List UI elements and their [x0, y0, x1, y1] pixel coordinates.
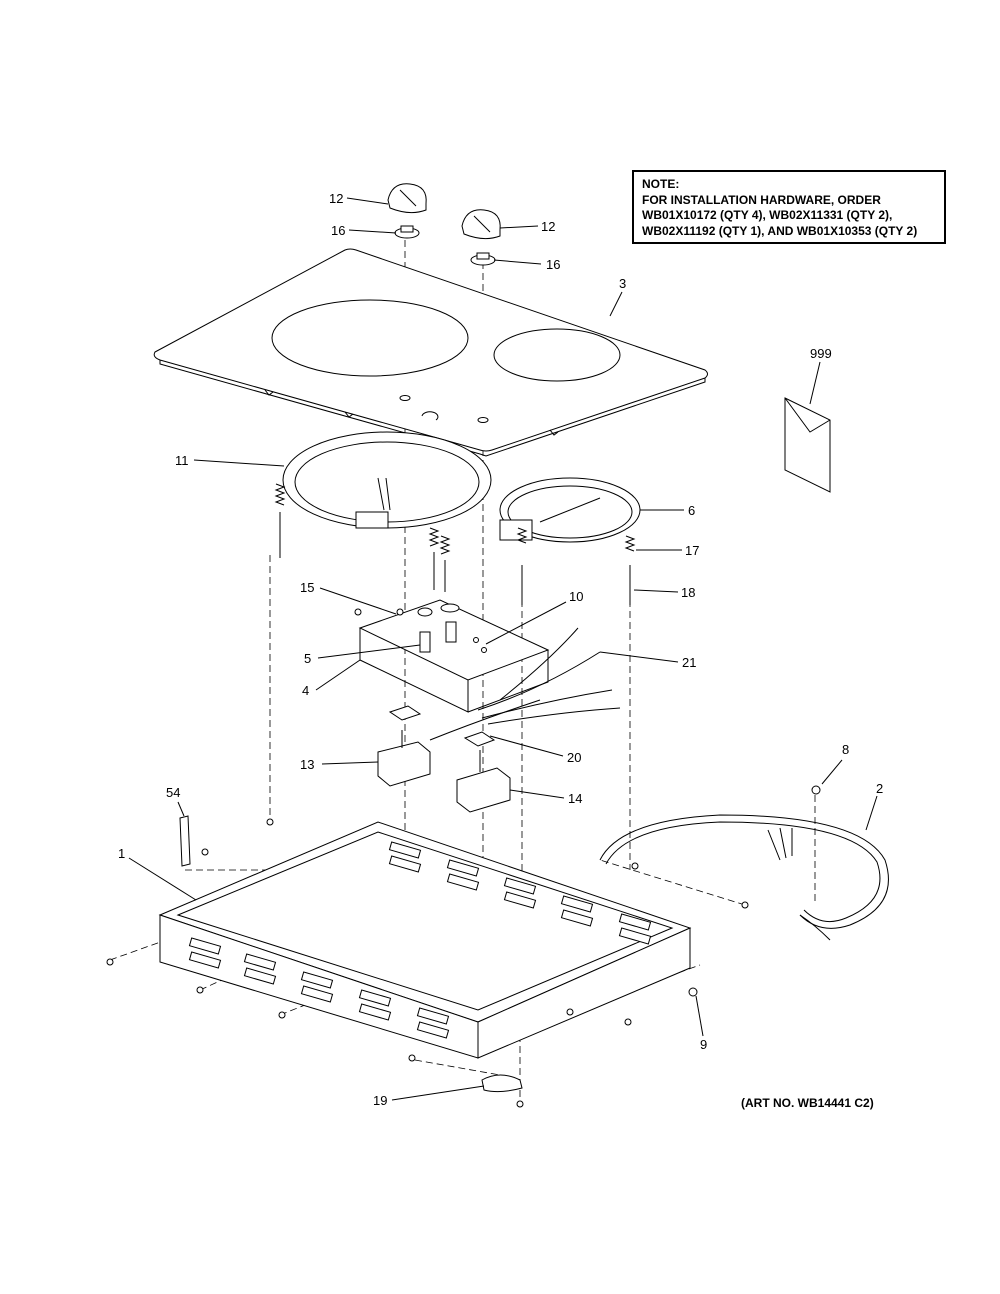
bezel-right [470, 252, 496, 266]
callout-6: 6 [688, 503, 695, 518]
radiant-element-small [499, 477, 641, 543]
note-line-3: WB01X10172 (QTY 4), WB02X11331 (QTY 2), [642, 208, 893, 222]
callout-18: 18 [681, 585, 695, 600]
note-line-4: WB02X11192 (QTY 1), AND WB01X10353 (QTY … [642, 223, 918, 238]
power-cord [599, 814, 889, 941]
callout-20: 20 [567, 750, 581, 765]
callout-13: 13 [300, 757, 314, 772]
callout-16a: 16 [331, 223, 345, 238]
leader-lines [128, 197, 878, 1101]
springs-and-studs [274, 483, 636, 605]
callout-14: 14 [568, 791, 582, 806]
callout-11: 11 [175, 453, 189, 468]
callout-labels: 12 12 16 16 3 999 11 6 17 18 15 10 5 4 2… [118, 191, 883, 1108]
callout-8: 8 [842, 742, 849, 757]
callout-10: 10 [569, 589, 583, 604]
infinite-switch-left [377, 705, 431, 787]
note-line-1: NOTE: [642, 177, 680, 191]
callout-21: 21 [682, 655, 696, 670]
callout-12b: 12 [541, 219, 555, 234]
literature-packet [784, 397, 831, 493]
callout-12a: 12 [329, 191, 343, 206]
callout-999: 999 [810, 346, 832, 361]
callout-54: 54 [166, 785, 180, 800]
callout-9: 9 [700, 1037, 707, 1052]
callout-19: 19 [373, 1093, 387, 1108]
control-knob-right [461, 209, 501, 240]
callout-4: 4 [302, 683, 309, 698]
control-knob-left [387, 183, 427, 214]
glass-cooktop [153, 248, 708, 457]
callout-5: 5 [304, 651, 311, 666]
wiring-harness [429, 627, 621, 741]
callout-16b: 16 [546, 257, 560, 272]
radiant-element-large [282, 431, 492, 529]
vent-slots [188, 841, 652, 1039]
bezel-left [394, 225, 420, 239]
callout-3: 3 [619, 276, 626, 291]
callout-2: 2 [876, 781, 883, 796]
installation-note: NOTE: FOR INSTALLATION HARDWARE, ORDER W… [632, 170, 946, 244]
support-bracket [179, 815, 191, 867]
callout-1: 1 [118, 846, 125, 861]
screws [106, 785, 821, 1108]
infinite-switch-right [456, 731, 511, 813]
note-line-2: FOR INSTALLATION HARDWARE, ORDER [642, 192, 881, 207]
control-bracket [354, 599, 550, 713]
callout-17: 17 [685, 543, 699, 558]
strain-relief [481, 1074, 523, 1093]
burner-box [158, 821, 692, 1059]
art-number: (ART NO. WB14441 C2) [741, 1096, 874, 1110]
callout-15: 15 [300, 580, 314, 595]
